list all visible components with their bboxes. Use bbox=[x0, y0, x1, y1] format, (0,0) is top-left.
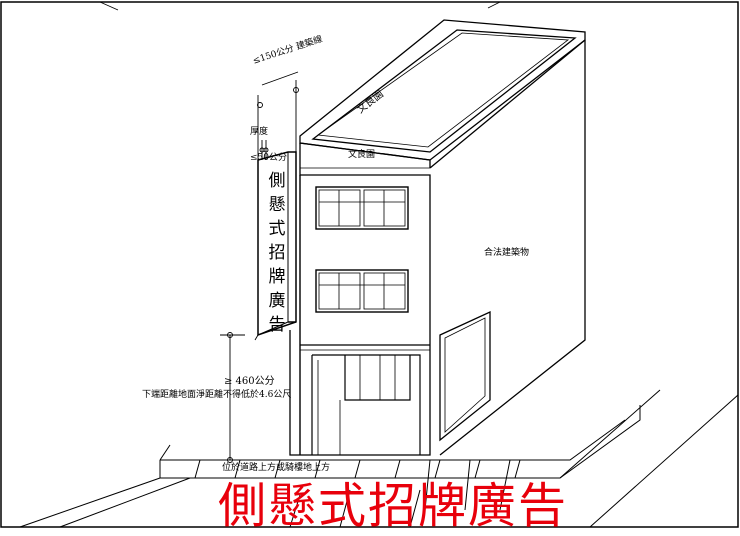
thickness-label: 厚度 bbox=[250, 127, 269, 137]
sign-char: 廣 bbox=[268, 291, 286, 311]
facade-name-label: 文良園 bbox=[348, 150, 376, 160]
sign-text-group: 側 懸 式 招 牌 廣 告 bbox=[258, 152, 296, 335]
building-facade bbox=[289, 142, 431, 456]
sign-char: 招 bbox=[268, 243, 286, 263]
sign-char: 側 bbox=[268, 171, 286, 191]
ground-floor-opening bbox=[311, 354, 421, 455]
diagram-title: 側懸式招牌廣告 bbox=[218, 478, 569, 534]
clearance-note: 下端距離地面淨距離不得低於4.6公尺 bbox=[142, 390, 292, 400]
position-note: 位於道路上方或騎樓地上方 bbox=[222, 463, 331, 473]
building-side bbox=[429, 39, 586, 456]
side-sign bbox=[257, 151, 297, 337]
ground-lines bbox=[19, 389, 739, 528]
sign-char: 懸 bbox=[268, 195, 286, 215]
building-roof bbox=[299, 19, 586, 168]
max-thickness-label: ≤50公分 bbox=[250, 153, 287, 163]
sign-char: 牌 bbox=[268, 267, 286, 287]
middle-window bbox=[315, 269, 409, 313]
legal-building-label: 合法建築物 bbox=[484, 248, 530, 258]
top-edge-marks bbox=[99, 1, 501, 11]
dimension-lines bbox=[220, 71, 299, 463]
sign-char: 告 bbox=[268, 315, 286, 335]
min-height-label: ≥ 460公分 bbox=[224, 376, 275, 387]
upper-window bbox=[315, 186, 409, 230]
sign-char: 式 bbox=[268, 219, 286, 239]
